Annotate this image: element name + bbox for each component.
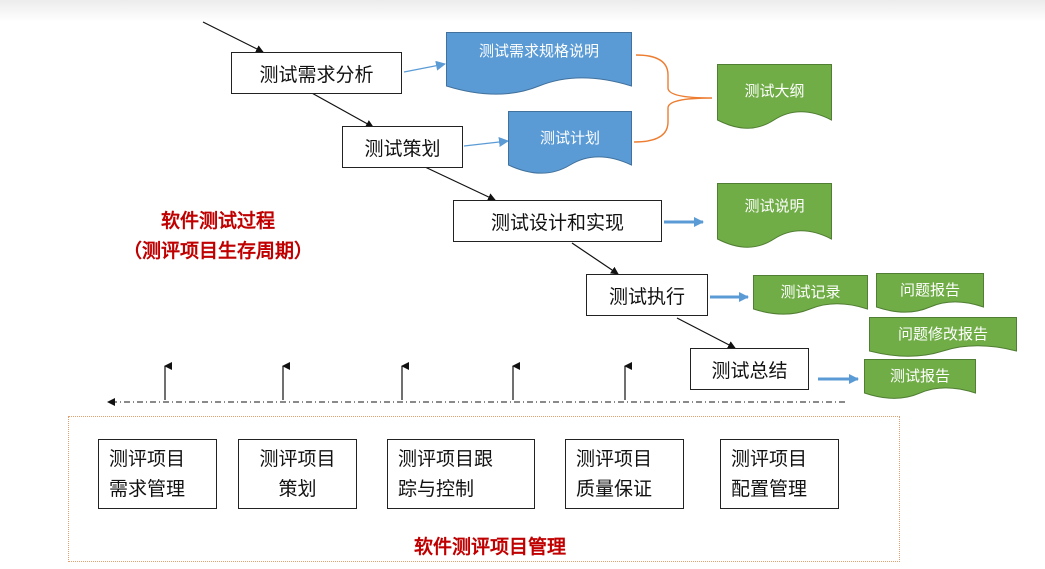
- process-subtitle: （测评项目生存周期）: [122, 240, 313, 262]
- doc-shape: [508, 111, 632, 174]
- process-title: 软件测试过程: [160, 210, 275, 232]
- doc-label: 测试报告: [889, 367, 950, 385]
- doc-test-outline: 测试大纲: [717, 64, 832, 130]
- doc-label: 测试大纲: [744, 82, 805, 100]
- mgmt-box-configuration: 测评项目 配置管理: [720, 439, 839, 509]
- doc-test-plan: 测试计划: [508, 111, 632, 175]
- arrow-into-requirements: [202, 21, 264, 53]
- doc-label: 问题修改报告: [897, 325, 988, 343]
- doc-label: 测试计划: [539, 129, 600, 147]
- mgmt-box-planning: 测评项目 策划: [238, 439, 357, 509]
- doc-problem-report: 问题报告: [876, 273, 984, 315]
- arrow-planning-to-design: [424, 166, 496, 201]
- arrow-to-requirements-spec: [403, 60, 446, 73]
- management-frame: [68, 416, 900, 562]
- doc-shape: [717, 64, 832, 129]
- orange-brace: [633, 54, 713, 143]
- doc-shape: [446, 32, 632, 95]
- doc-shape: [753, 275, 868, 315]
- doc-label: 测试说明: [744, 197, 805, 215]
- arrow-execution-to-summary: [676, 317, 736, 349]
- doc-problem-change-report: 问题修改报告: [869, 317, 1017, 359]
- doc-label: 测试记录: [780, 283, 841, 301]
- doc-shape: [864, 359, 976, 399]
- step-test-planning: 测试策划: [342, 126, 463, 168]
- mgmt-box-quality-assurance: 测评项目 质量保证: [565, 439, 684, 509]
- doc-shape: [869, 317, 1017, 357]
- doc-shape: [717, 183, 832, 248]
- doc-test-description: 测试说明: [717, 183, 832, 249]
- doc-requirements-spec: 测试需求规格说明: [446, 32, 632, 96]
- management-title: 软件测评项目管理: [413, 536, 566, 558]
- doc-shape: [876, 273, 984, 313]
- arrow-req-to-planning: [309, 91, 374, 128]
- doc-test-record: 测试记录: [753, 275, 868, 317]
- mgmt-box-requirements: 测评项目 需求管理: [98, 439, 217, 509]
- step-design-and-implementation: 测试设计和实现: [453, 200, 662, 242]
- step-test-execution: 测试执行: [586, 274, 708, 316]
- doc-test-report: 测试报告: [864, 359, 976, 401]
- step-requirements-analysis: 测试需求分析: [231, 52, 402, 94]
- arrow-to-test-plan: [463, 137, 509, 147]
- step-test-summary: 测试总结: [690, 348, 809, 390]
- mgmt-box-tracking-control: 测评项目跟 踪与控制: [387, 439, 535, 509]
- doc-label: 测试需求规格说明: [478, 42, 599, 60]
- doc-label: 问题报告: [899, 281, 960, 299]
- arrow-design-to-execution: [571, 242, 619, 275]
